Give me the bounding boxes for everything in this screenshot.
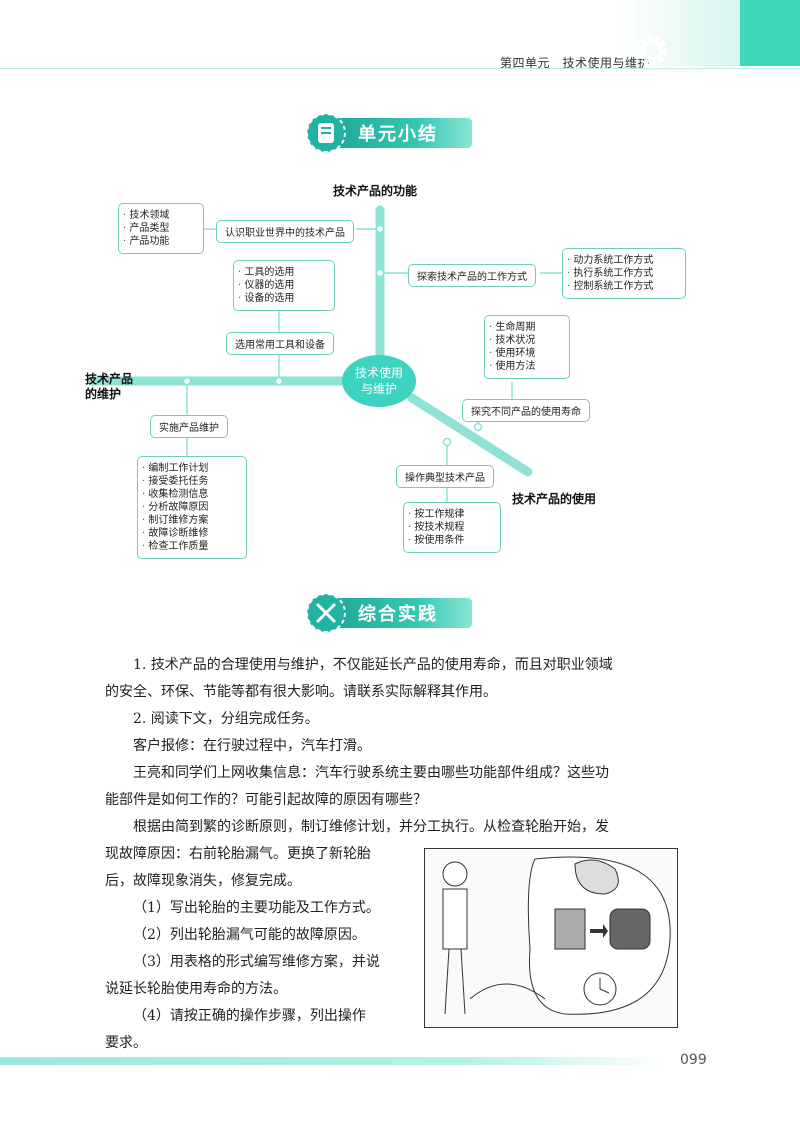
mechanic-illustration bbox=[424, 848, 678, 1028]
practice-body: 1. 技术产品的合理使用与维护，不仅能延长产品的使用寿命，而且对职业领域 的安全… bbox=[105, 652, 685, 841]
heading-maintain: 技术产品 的维护 bbox=[85, 372, 133, 402]
list-item: 收集检测信息 bbox=[142, 488, 242, 501]
node-explore-work: 探索技术产品的工作方式 bbox=[408, 264, 536, 287]
list-item: 检查工作质量 bbox=[142, 540, 242, 553]
gear-book-icon bbox=[306, 113, 346, 153]
node-life-list: 生命周期 技术状况 使用环境 使用方法 bbox=[484, 315, 570, 379]
summary-banner: 单元小结 bbox=[302, 110, 482, 156]
node-work-list: 动力系统工作方式 执行系统工作方式 控制系统工作方式 bbox=[562, 248, 686, 299]
task-2: （2）列出轮胎漏气可能的故障原因。 bbox=[133, 927, 366, 943]
hub-line2: 与维护 bbox=[360, 382, 397, 396]
heading-maintain-line2: 的维护 bbox=[85, 387, 122, 401]
paragraph: 的安全、环保、节能等都有很大影响。请联系实际解释其作用。 bbox=[105, 684, 497, 700]
task-3-cont: 说延长轮胎使用寿命的方法。 bbox=[105, 981, 287, 997]
practice-banner: 综合实践 bbox=[302, 590, 482, 636]
node-maint-list: 编制工作计划 接受委托任务 收集检测信息 分析故障原因 制订维修方案 故障诊断维… bbox=[137, 456, 247, 559]
list-item: 工具的选用 bbox=[238, 266, 330, 279]
paragraph: 客户报修：在行驶过程中，汽车打滑。 bbox=[133, 738, 371, 754]
node-category-list: 技术领域 产品类型 产品功能 bbox=[118, 203, 204, 254]
list-item: 动力系统工作方式 bbox=[567, 254, 681, 267]
list-item: 产品类型 bbox=[123, 222, 199, 235]
practice-title: 综合实践 bbox=[358, 604, 438, 625]
list-item: 按使用条件 bbox=[408, 534, 496, 547]
banner-bar bbox=[332, 118, 472, 148]
list-item: 设备的选用 bbox=[238, 292, 330, 305]
node-explore-life: 探究不同产品的使用寿命 bbox=[462, 399, 590, 422]
paragraph: 王亮和同学们上网收集信息：汽车行驶系统主要由哪些功能部件组成？这些功 bbox=[133, 765, 609, 781]
paragraph: 后，故障现象消失，修复完成。 bbox=[105, 873, 301, 889]
list-item: 产品功能 bbox=[123, 235, 199, 248]
banner-bar bbox=[332, 598, 472, 628]
node-tool-list: 工具的选用 仪器的选用 设备的选用 bbox=[233, 260, 335, 311]
practice-tasks: 现故障原因：右前轮胎漏气。更换了新轮胎 后，故障现象消失，修复完成。 （1）写出… bbox=[105, 841, 420, 1057]
task-3: （3）用表格的形式编写维修方案，并说 bbox=[133, 954, 380, 970]
list-item: 技术状况 bbox=[489, 334, 565, 347]
task-4-cont: 要求。 bbox=[105, 1035, 147, 1051]
paragraph: 根据由简到繁的诊断原则，制订维修计划，并分工执行。从检查轮胎开始，发 bbox=[133, 819, 609, 835]
heading-use: 技术产品的使用 bbox=[512, 492, 597, 506]
list-item: 使用方法 bbox=[489, 360, 565, 373]
node-select-tools: 选用常用工具和设备 bbox=[226, 332, 334, 355]
header-divider bbox=[0, 68, 800, 69]
header-corner-block bbox=[740, 0, 800, 66]
hub-node: 技术使用 与维护 bbox=[342, 355, 416, 407]
connector-use bbox=[407, 393, 533, 477]
list-item: 执行系统工作方式 bbox=[567, 267, 681, 280]
paragraph: 1. 技术产品的合理使用与维护，不仅能延长产品的使用寿命，而且对职业领域 bbox=[133, 657, 613, 673]
page-number: 099 bbox=[680, 1052, 707, 1068]
hub-line1: 技术使用 bbox=[354, 366, 403, 380]
list-item: 按工作规律 bbox=[408, 508, 496, 521]
paragraph: 能部件是如何工作的？可能引起故障的原因有哪些？ bbox=[105, 792, 427, 808]
gear-logo-icon bbox=[636, 34, 668, 66]
list-item: 编制工作计划 bbox=[142, 462, 242, 475]
list-item: 制订维修方案 bbox=[142, 514, 242, 527]
node-operate-list: 按工作规律 按技术规程 按使用条件 bbox=[403, 502, 501, 553]
mechanic-drawing bbox=[442, 856, 671, 1015]
heading-function: 技术产品的功能 bbox=[333, 184, 418, 198]
paragraph: 现故障原因：右前轮胎漏气。更换了新轮胎 bbox=[105, 846, 371, 862]
gear-tools-icon bbox=[306, 593, 346, 633]
task-1: （1）写出轮胎的主要功能及工作方式。 bbox=[133, 900, 380, 916]
paragraph: 2. 阅读下文，分组完成任务。 bbox=[133, 711, 319, 727]
list-item: 分析故障原因 bbox=[142, 501, 242, 514]
node-know-career: 认识职业世界中的技术产品 bbox=[216, 220, 354, 243]
node-implement-maint: 实施产品维护 bbox=[150, 415, 228, 438]
list-item: 接受委托任务 bbox=[142, 475, 242, 488]
list-item: 技术领域 bbox=[123, 209, 199, 222]
heading-maintain-line1: 技术产品 bbox=[85, 372, 134, 386]
list-item: 仪器的选用 bbox=[238, 279, 330, 292]
list-item: 生命周期 bbox=[489, 321, 565, 334]
list-item: 故障诊断维修 bbox=[142, 527, 242, 540]
node-operate-typical: 操作典型技术产品 bbox=[396, 465, 494, 488]
chapter-title: 第四单元 技术使用与维护 bbox=[500, 56, 651, 70]
list-item: 使用环境 bbox=[489, 347, 565, 360]
list-item: 按技术规程 bbox=[408, 521, 496, 534]
summary-title: 单元小结 bbox=[358, 124, 438, 145]
list-item: 控制系统工作方式 bbox=[567, 280, 681, 293]
task-4: （4）请按正确的操作步骤，列出操作 bbox=[133, 1008, 366, 1024]
footer-divider bbox=[0, 1057, 670, 1065]
